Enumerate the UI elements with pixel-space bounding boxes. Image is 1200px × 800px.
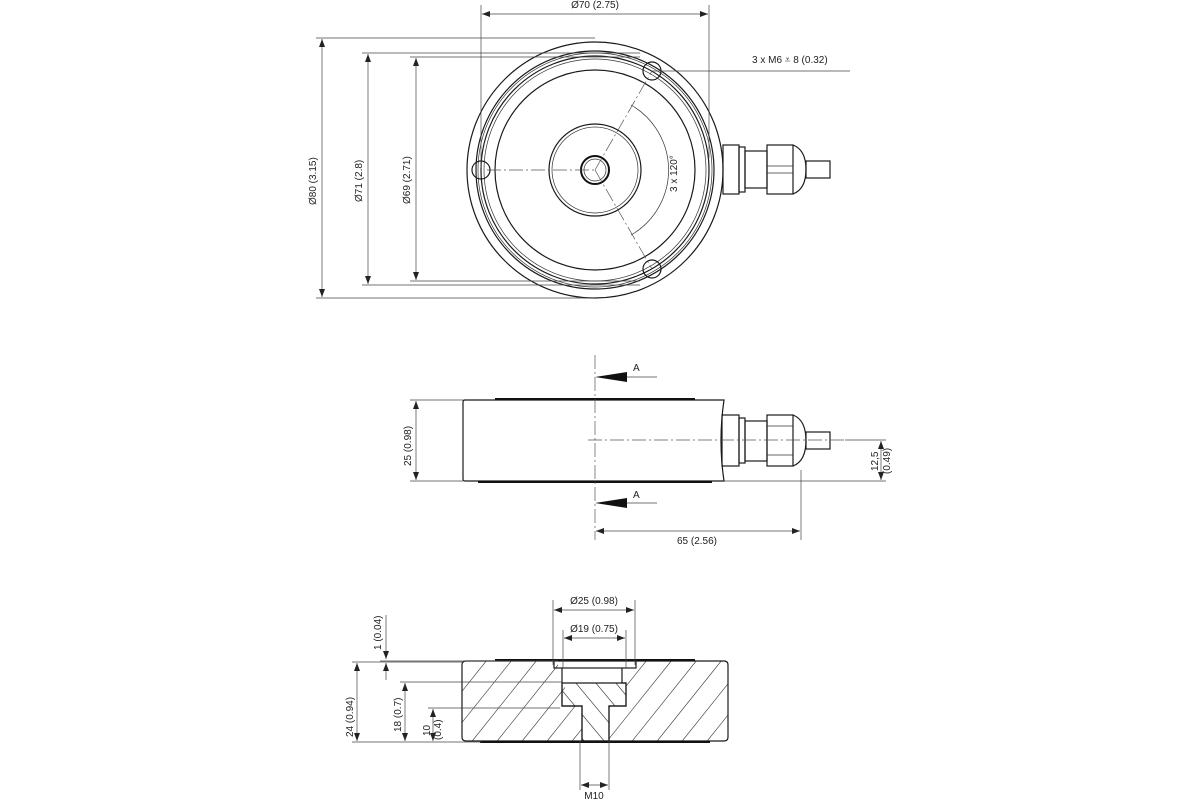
dim-t1-label: 1 (0.04) [373,616,384,650]
holes-callout-label: 3 x M6 ⩡ 8 (0.32) [752,55,828,66]
dim-cable-height-label: 12,5 [870,451,881,471]
dim-h18-label: 18 (0.7) [393,698,404,732]
cable-gland-top [722,144,831,195]
top-view: Ø70 (2.75) 3 x M6 ⩡ 8 (0.32) 3 x 120° Ø8… [308,0,850,299]
section-body-outline [461,660,729,742]
dim-d70-label: Ø70 (2.75) [571,0,619,11]
section-a-bottom-label: A [633,490,640,501]
section-view: Ø25 (0.98) Ø19 (0.75) 1 (0.04) 24 (0.94)… [345,596,729,800]
threaded-plug [561,682,627,742]
dim-d25-label: Ø25 (0.98) [570,596,618,607]
dim-height-label: 25 (0.98) [403,426,414,466]
angle-arc [630,104,669,236]
dim-d80-label: Ø80 (3.15) [308,157,319,205]
hatch-left [462,661,582,741]
body-side-outline [462,399,725,482]
dim-cable-length-label: 65 (2.56) [677,536,717,547]
dim-d19-label: Ø19 (0.75) [570,624,618,635]
mounting-hole-3 [642,259,662,279]
section-a-top-label: A [633,363,640,374]
load-button-rect [553,659,637,669]
dim-h10-in-label: (0.4) [433,719,444,740]
dim-h10-label: 10 [422,724,433,736]
dim-h24-label: 24 (0.94) [345,697,356,737]
dim-d69-label: Ø69 (2.71) [402,156,413,204]
dim-thread-label: M10 [584,791,604,800]
angle-label: 3 x 120° [669,155,680,192]
flange-circle [475,50,715,290]
side-view: A A 25 (0.98) 12,5 (0.49) 65 (2.56) [403,355,893,547]
dim-cable-height-in-label: (0.49) [882,448,893,474]
dim-d71-label: Ø71 (2.8) [354,160,365,202]
cable-gland-side [721,414,831,467]
